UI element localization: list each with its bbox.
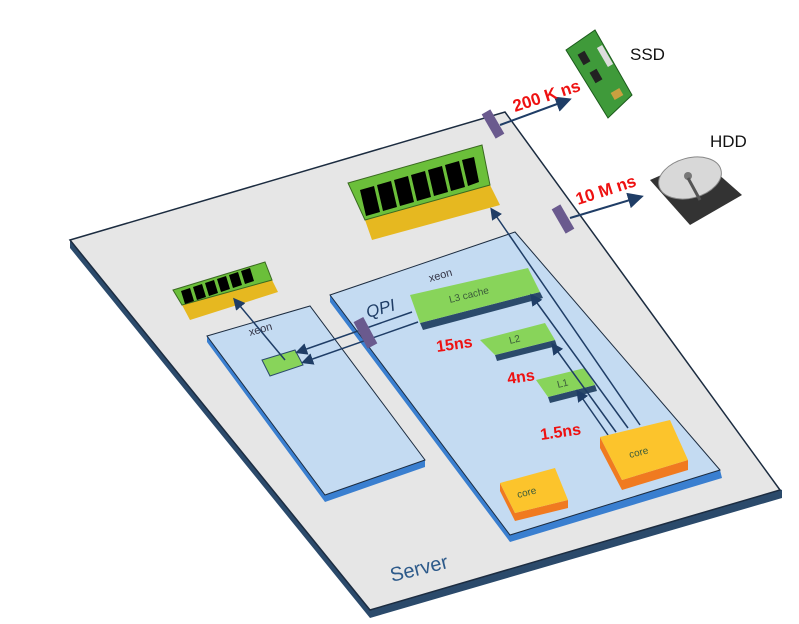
ram-module-main [347, 144, 500, 240]
l1-latency: 1.5ns [539, 421, 582, 444]
l2-cache: L2 [480, 323, 557, 361]
core-small-label: core [516, 485, 538, 500]
core-small: core [500, 468, 568, 521]
ssd-latency: 200 K ns [510, 76, 582, 116]
core-access-arrows [490, 207, 641, 436]
core-big: core [600, 420, 688, 490]
l3-latency: 15ns [435, 334, 474, 356]
hdd-latency: 10 M ns [573, 171, 638, 208]
qpi-connector [353, 316, 378, 349]
hdd-label: HDD [710, 132, 747, 151]
ssd-connector [481, 109, 505, 139]
core-big-label: core [628, 445, 650, 460]
hdd-icon [650, 156, 742, 225]
hdd-connector [551, 204, 575, 234]
l2-latency: 4ns [506, 367, 536, 388]
ram-module-secondary [172, 261, 278, 320]
cache-left [261, 349, 304, 377]
hdd-arrow [569, 192, 644, 219]
l1-cache-label: L1 [556, 377, 570, 390]
qpi-link [233, 297, 419, 365]
ssd-label: SSD [630, 45, 665, 64]
ssd-icon [565, 29, 633, 119]
ssd-arrow [499, 96, 572, 126]
cpu-socket-left [206, 305, 426, 502]
l2-cache-label: L2 [508, 333, 522, 346]
l3-cache: L3 cache [410, 268, 543, 330]
